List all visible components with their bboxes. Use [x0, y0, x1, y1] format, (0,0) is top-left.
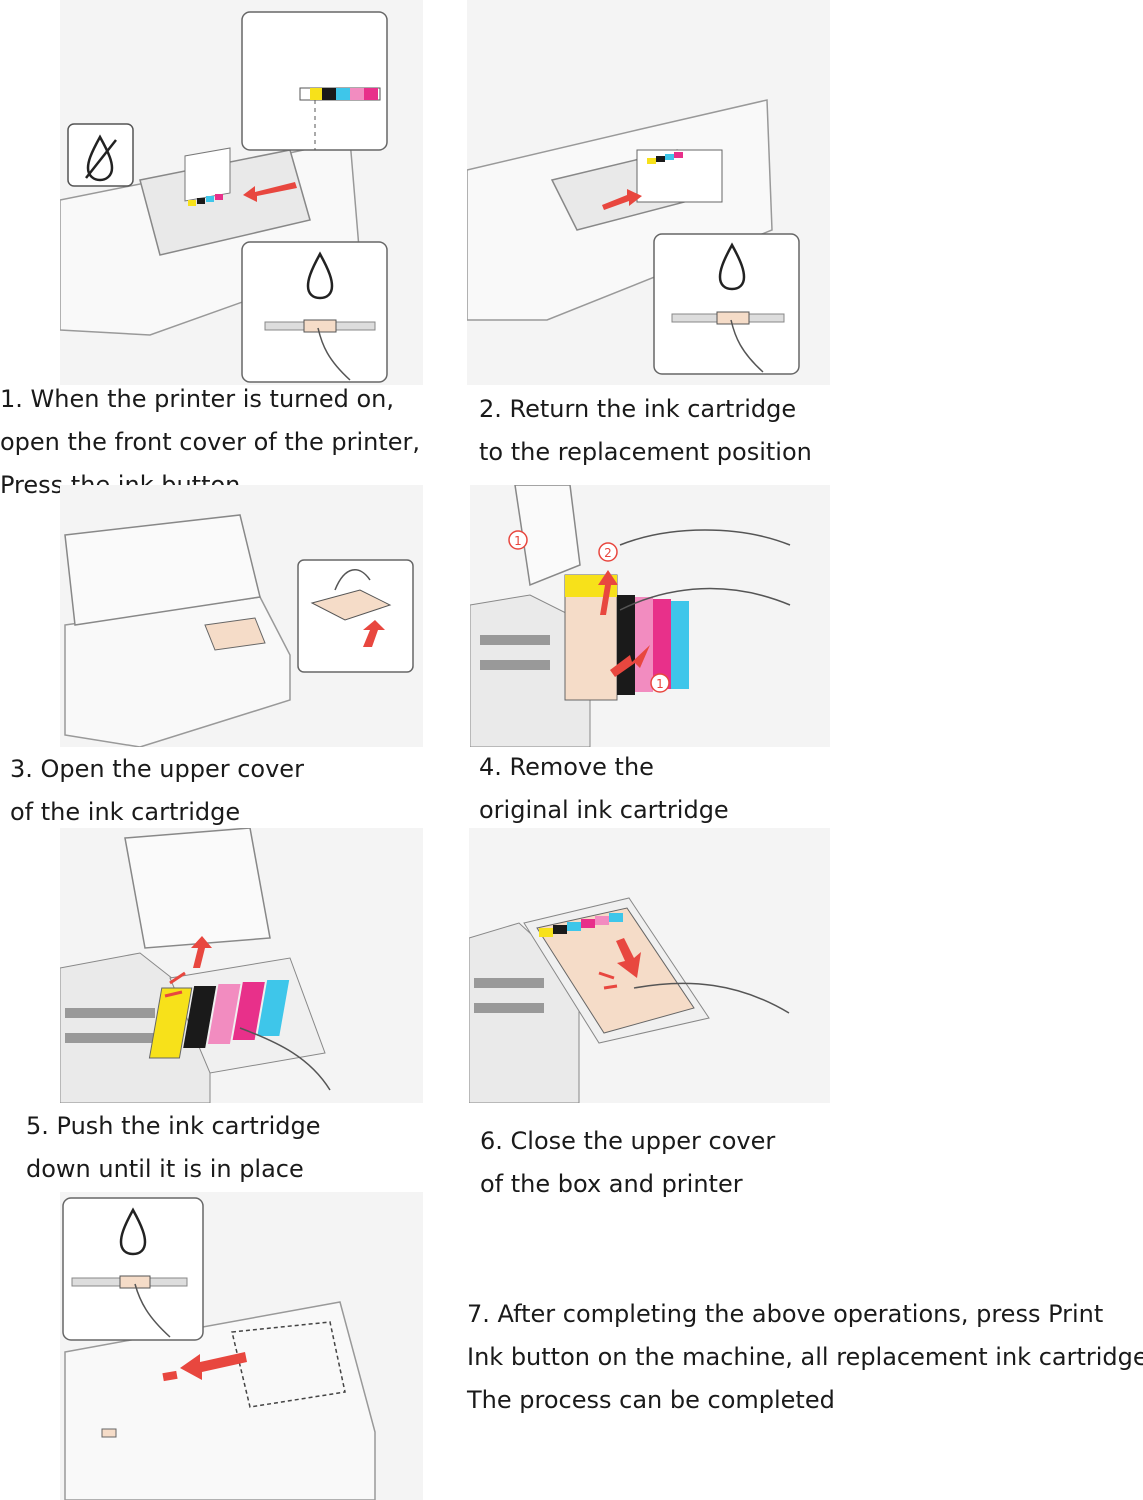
svg-text:2: 2: [604, 546, 612, 560]
ink-drop-crossed-icon: [85, 134, 117, 182]
step-2-caption: 2. Return the ink cartridge to the repla…: [479, 395, 812, 466]
callout-1-icon: 1: [508, 530, 528, 550]
step-6-illustration: [469, 828, 830, 1103]
step-3-illustration: [60, 485, 423, 747]
ink-drop-icon: [718, 242, 746, 291]
step-4-illustration: 1 2 1: [470, 485, 830, 747]
step-2-illustration: [467, 0, 830, 385]
callout-1-icon: 1: [650, 673, 670, 693]
ink-drop-icon: [119, 1207, 147, 1256]
svg-text:1: 1: [514, 534, 522, 548]
callout-2-icon: 2: [598, 542, 618, 562]
ink-drop-icon: [306, 251, 334, 300]
step-4-caption: 4. Remove the original ink cartridge: [479, 753, 729, 824]
step-1-illustration: [60, 0, 423, 385]
step-6-caption: 6. Close the upper cover of the box and …: [480, 1127, 776, 1198]
step-5-caption: 5. Push the ink cartridge down until it …: [26, 1112, 321, 1183]
step-3-caption: 3. Open the upper cover of the ink cartr…: [10, 755, 304, 826]
svg-text:1: 1: [656, 677, 664, 691]
step-7-caption: 7. After completing the above operations…: [467, 1300, 1143, 1414]
step-7-illustration: [60, 1192, 423, 1500]
step-5-illustration: [60, 828, 423, 1103]
